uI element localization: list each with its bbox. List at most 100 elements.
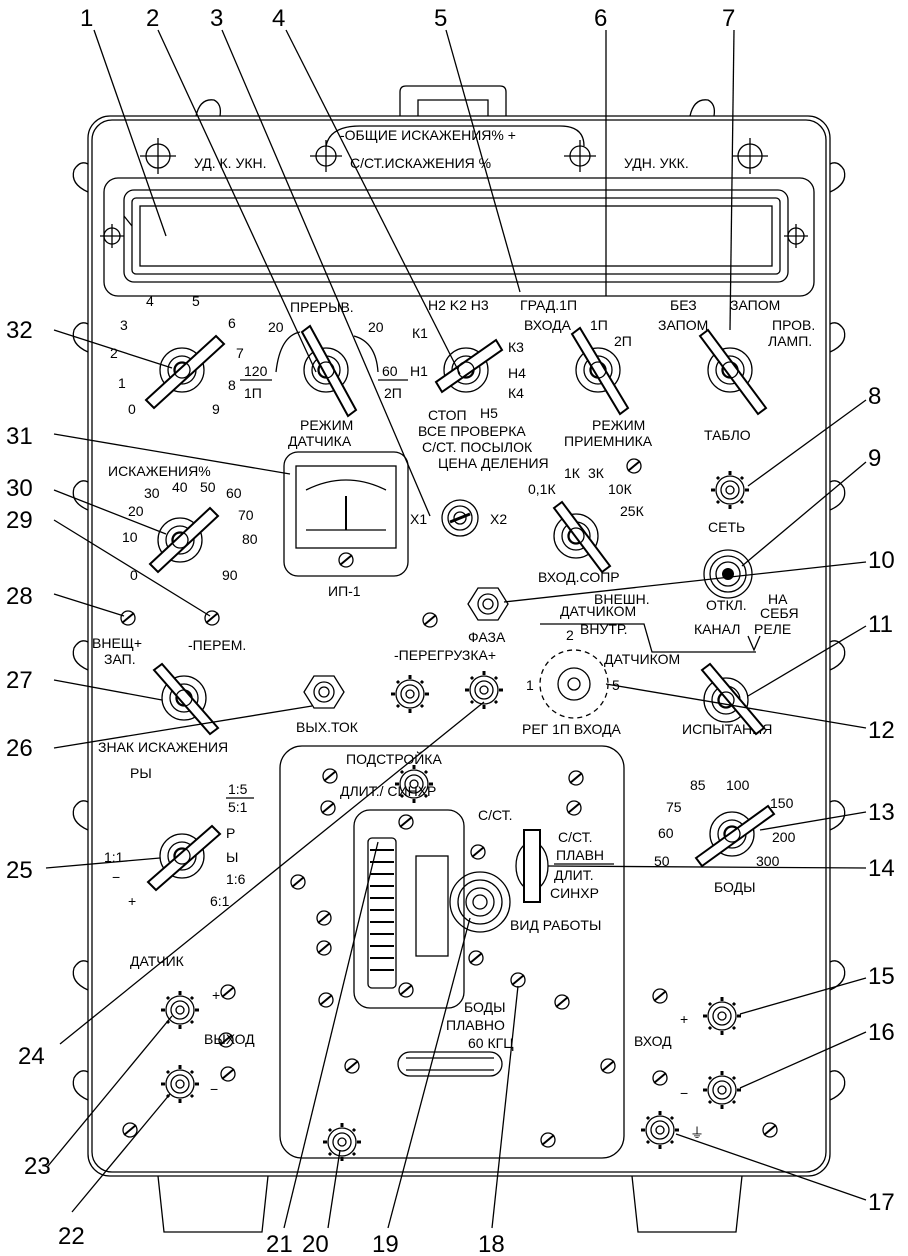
- svg-text:ВИД РАБОТЫ: ВИД РАБОТЫ: [510, 917, 601, 933]
- output-current-jack[interactable]: [303, 675, 345, 709]
- svg-text:С/СТ.: С/СТ.: [558, 829, 593, 845]
- svg-text:ИСКАЖЕНИЯ%: ИСКАЖЕНИЯ%: [108, 463, 211, 479]
- check-mode-labels: К1 Н1 К3 Н4 К4 Н5 СТОП ВСЕ ПРОВЕРКА С/СТ…: [410, 325, 549, 471]
- callout-5: 5: [434, 5, 447, 32]
- left-scale-label: УД. К. УКН.: [194, 155, 267, 171]
- power-jack[interactable]: [709, 469, 751, 511]
- callout-24: 24: [18, 1043, 45, 1070]
- svg-text:1П: 1П: [244, 385, 262, 401]
- svg-text:ПОДСТРОЙКА: ПОДСТРОЙКА: [346, 750, 442, 767]
- svg-text:Н5: Н5: [480, 405, 498, 421]
- svg-text:ДЛИТ.: ДЛИТ.: [554, 867, 594, 883]
- svg-text:ПРЕРЫВ.: ПРЕРЫВ.: [290, 299, 354, 315]
- svg-text:4: 4: [146, 293, 154, 309]
- svg-text:ПРИЕМНИКА: ПРИЕМНИКА: [564, 433, 653, 449]
- work-mode-knob[interactable]: [515, 829, 549, 903]
- svg-text:8: 8: [228, 377, 236, 393]
- callout-8: 8: [868, 383, 881, 410]
- callout-13: 13: [868, 799, 895, 826]
- small-screws: [120, 610, 778, 1148]
- ratio-labels: РЫ 1:5 5:1 1:1 Р Ы 1:6 6:1 − +: [104, 765, 254, 909]
- callout-31: 31: [6, 423, 33, 450]
- svg-text:60: 60: [226, 485, 242, 501]
- svg-text:−: −: [680, 1085, 688, 1101]
- svg-text:ЗАПОМ: ЗАПОМ: [658, 317, 708, 333]
- overload-minus-jack[interactable]: [389, 673, 431, 715]
- svg-text:20: 20: [268, 319, 284, 335]
- svg-text:Ы: Ы: [226, 849, 238, 865]
- svg-text:5: 5: [612, 677, 620, 693]
- svg-text:1:6: 1:6: [226, 871, 246, 887]
- general-distortion-label: -ОБЩИЕ ИСКАЖЕНИЯ% +: [340, 127, 516, 143]
- svg-text:200: 200: [772, 829, 796, 845]
- svg-text:9: 9: [212, 401, 220, 417]
- distortion-display: [103, 177, 815, 297]
- power-label: СЕТЬ: [708, 519, 745, 535]
- knob-32-selector[interactable]: [144, 334, 226, 410]
- display-labels: -ОБЩИЕ ИСКАЖЕНИЯ% + С/СТ.ИСКАЖЕНИЯ % УД.…: [194, 125, 780, 313]
- input-1p-labels: 1 2 5 РЕГ 1П ВХОДА: [522, 627, 622, 737]
- ground-jack[interactable]: [639, 1109, 681, 1151]
- baud-fine-labels: БОДЫ ПЛАВНО 60 КГЦ: [446, 999, 514, 1051]
- svg-text:25К: 25К: [620, 503, 645, 519]
- svg-text:РЕЛЕ: РЕЛЕ: [754, 621, 791, 637]
- svg-text:+: +: [680, 1011, 688, 1027]
- grad-label: ГРАД.1П: [520, 297, 577, 313]
- svg-text:60 КГЦ: 60 КГЦ: [468, 1035, 514, 1051]
- input-plus-jack[interactable]: [701, 995, 743, 1037]
- input-resistance-knob[interactable]: [552, 500, 612, 574]
- receiver-mode-knob[interactable]: [570, 326, 630, 416]
- ratio-knob[interactable]: [146, 824, 222, 892]
- svg-text:3: 3: [120, 317, 128, 333]
- baud-rate-knob[interactable]: [694, 804, 776, 868]
- svg-text:ДАТЧИК: ДАТЧИК: [130, 953, 185, 969]
- distortion-knob-30[interactable]: [148, 506, 220, 574]
- overload-plus-jack[interactable]: [463, 669, 505, 711]
- svg-text:НА: НА: [768, 591, 788, 607]
- fine-tuning-subpanel: ПОДСТРОЙКА ДЛИТ./ СИНХР С/СТ.: [279, 745, 625, 1159]
- svg-text:75: 75: [666, 799, 682, 815]
- svg-text:70: 70: [238, 507, 254, 523]
- svg-text:К3: К3: [508, 339, 524, 355]
- svg-text:ВХОД.СОПР: ВХОД.СОПР: [538, 569, 620, 585]
- callout-12: 12: [868, 717, 895, 744]
- input-minus-jack[interactable]: [701, 1069, 743, 1111]
- receiver-mode-labels: ВХОДА 1П 2П РЕЖИМ ПРИЕМНИКА: [524, 317, 653, 449]
- phase-hex-jack[interactable]: [467, 587, 509, 621]
- phase-label: ФАЗА: [468, 629, 506, 645]
- svg-text:ПЛАВН: ПЛАВН: [556, 847, 604, 863]
- svg-text:ДАТЧИКА: ДАТЧИКА: [288, 433, 352, 449]
- svg-text:ДАТЧИКОМ: ДАТЧИКОМ: [604, 651, 680, 667]
- right-scale-label: УДН. УКК.: [624, 155, 689, 171]
- svg-text:ЛАМП.: ЛАМП.: [768, 333, 812, 349]
- fine-tuning-knob[interactable]: [449, 871, 511, 933]
- callout-18: 18: [478, 1231, 505, 1256]
- zapom-label: ЗАПОМ: [730, 297, 780, 313]
- svg-text:85: 85: [690, 777, 706, 793]
- callout-6: 6: [594, 5, 607, 32]
- overload-label: -ПЕРЕГРУЗКА+: [394, 647, 496, 663]
- svg-text:СИНХР: СИНХР: [550, 885, 599, 901]
- svg-text:50: 50: [654, 853, 670, 869]
- sensor-mode-knob[interactable]: [300, 324, 358, 418]
- callout-3: 3: [210, 5, 223, 32]
- leader-lines: [45, 29, 867, 1229]
- svg-text:ЦЕНА ДЕЛЕНИЯ: ЦЕНА ДЕЛЕНИЯ: [438, 455, 549, 471]
- input-1p-regulator[interactable]: [539, 649, 609, 719]
- svg-text:К4: К4: [508, 385, 524, 401]
- check-mode-knob[interactable]: [434, 338, 504, 394]
- svg-text:ПЛАВНО: ПЛАВНО: [446, 1017, 505, 1033]
- knob-32-ticks: 0 1 2 3 4 5 6 7 8 9: [110, 293, 244, 417]
- display-mode-knob[interactable]: [698, 328, 768, 416]
- svg-text:РЕЖИМ: РЕЖИМ: [592, 417, 645, 433]
- distortion-sign-knob[interactable]: [152, 662, 220, 736]
- svg-text:ОТКЛ.: ОТКЛ.: [706, 597, 747, 613]
- svg-text:ВСЕ ПРОВЕРКА: ВСЕ ПРОВЕРКА: [418, 423, 526, 439]
- test-mode-knob[interactable]: [700, 662, 766, 736]
- output-current-label: ВЫХ.ТОК: [296, 719, 359, 735]
- baud-fine-jack[interactable]: [510, 972, 526, 988]
- x1-x2-knob[interactable]: [441, 499, 479, 537]
- svg-text:С/СТ.: С/СТ.: [478, 807, 513, 823]
- power-bottom-jack[interactable]: [321, 1121, 363, 1163]
